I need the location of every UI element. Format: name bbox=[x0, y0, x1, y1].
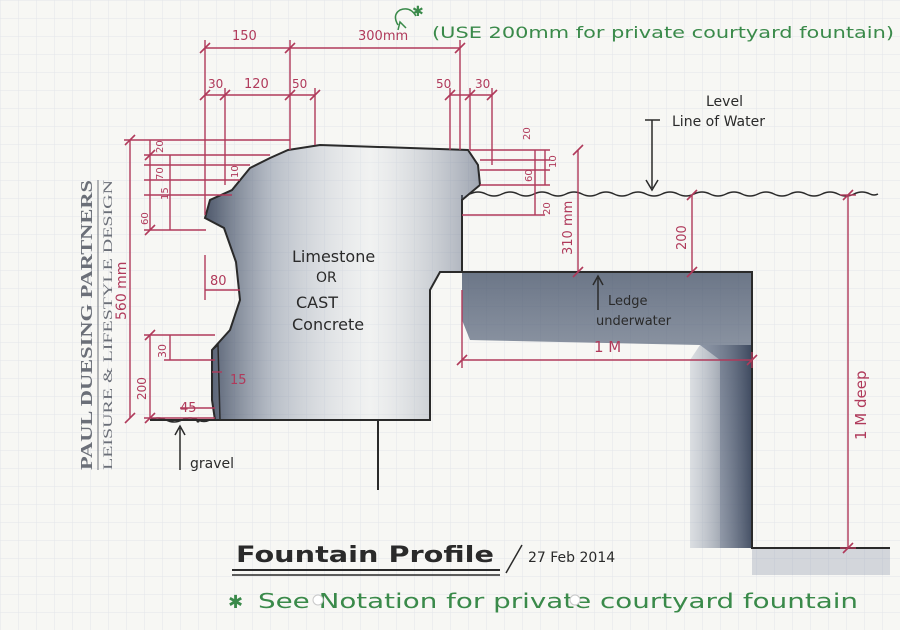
dim-left-15: 15 bbox=[160, 187, 171, 200]
private-courtyard-note: ✱ (USE 200mm for private courtyard fount… bbox=[394, 4, 894, 42]
label-1m: 1 M bbox=[594, 338, 621, 356]
dim-left-60: 60 bbox=[140, 212, 151, 225]
dim-left-30: 30 bbox=[156, 344, 169, 358]
dim-left-200: 200 bbox=[135, 377, 149, 400]
dim-right-20-bottom: 20 bbox=[542, 202, 553, 215]
firm-tagline: LEISURE & LIFESTYLE DESIGN bbox=[100, 179, 115, 470]
note-symbol-top: ✱ bbox=[412, 4, 424, 20]
label-underwater: underwater bbox=[596, 314, 672, 329]
dim-50-right: 50 bbox=[436, 77, 451, 91]
punch-holes bbox=[312, 594, 581, 606]
dim-right-200: 200 bbox=[675, 225, 690, 250]
dim-left-20: 20 bbox=[155, 140, 166, 153]
footnote-symbol: ✱ bbox=[228, 592, 243, 613]
dim-base-45: 45 bbox=[180, 401, 197, 416]
note-private-courtyard: (USE 200mm for private courtyard fountai… bbox=[432, 23, 894, 42]
dim-560mm: 560 mm bbox=[114, 262, 130, 320]
dimension-lines bbox=[124, 40, 856, 549]
coping-stone bbox=[203, 143, 482, 421]
dim-right-60: 60 bbox=[524, 169, 535, 182]
dim-150: 150 bbox=[232, 29, 257, 44]
dim-80: 80 bbox=[210, 274, 227, 289]
dim-right-10: 10 bbox=[548, 155, 559, 168]
dim-right-20-top: 20 bbox=[522, 127, 533, 140]
label-1m-deep: 1 M deep bbox=[852, 370, 870, 440]
label-line-of-water: Line of Water bbox=[672, 114, 765, 130]
label-ledge: Ledge bbox=[608, 294, 648, 309]
dim-300mm: 300mm bbox=[358, 29, 408, 44]
drawing-title: Fountain Profile bbox=[236, 543, 494, 568]
label-gravel: gravel bbox=[190, 456, 234, 472]
title-block: Fountain Profile 27 Feb 2014 ✱ See Notat… bbox=[228, 543, 858, 613]
ledge-arrow bbox=[592, 274, 604, 310]
label-cast: CAST bbox=[296, 293, 338, 312]
drawing-labels: Limestone OR CAST Concrete Level Line of… bbox=[190, 94, 870, 472]
dim-50-left: 50 bbox=[292, 77, 307, 91]
dim-left-70: 70 bbox=[155, 167, 166, 180]
label-level: Level bbox=[706, 94, 743, 110]
label-limestone: Limestone bbox=[292, 247, 375, 266]
label-concrete: Concrete bbox=[292, 315, 364, 334]
drawing-date: 27 Feb 2014 bbox=[528, 550, 615, 566]
dim-30-left: 30 bbox=[208, 77, 223, 91]
drawing-footnote: See Notation for private courtyard fount… bbox=[258, 589, 858, 613]
firm-stamp: PAUL DUESING PARTNERS LEISURE & LIFESTYL… bbox=[77, 179, 115, 470]
ground-line bbox=[149, 417, 379, 490]
dim-30-right: 30 bbox=[475, 77, 490, 91]
dim-310mm: 310 mm bbox=[561, 201, 576, 255]
firm-name: PAUL DUESING PARTNERS bbox=[77, 180, 96, 470]
label-or: OR bbox=[316, 270, 337, 286]
dim-120: 120 bbox=[244, 77, 269, 92]
dim-base-15: 15 bbox=[230, 373, 247, 388]
water-line bbox=[469, 119, 879, 197]
dim-left-10: 10 bbox=[230, 165, 241, 178]
dimension-labels: 150 300mm 30 120 50 50 30 560 mm 20 70 1… bbox=[114, 29, 690, 416]
dimension-ticks bbox=[124, 42, 854, 554]
